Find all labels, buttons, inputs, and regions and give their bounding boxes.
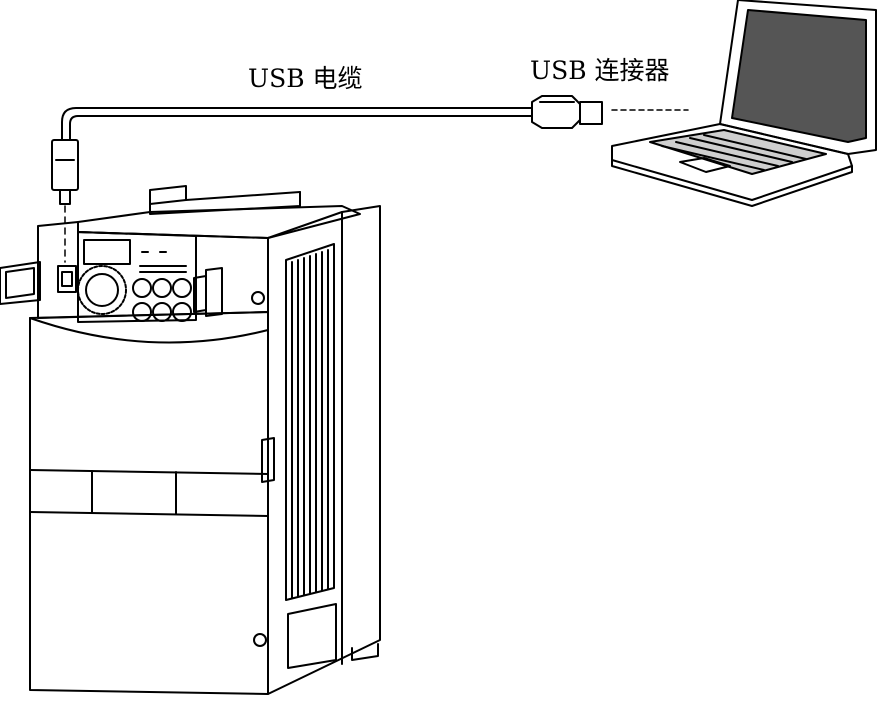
usb-a-connector [532, 96, 602, 128]
usb-cable-label: USB 电缆 [248, 66, 363, 91]
usb-connector-label: USB 连接器 [530, 58, 670, 83]
mini-usb-plug [52, 140, 78, 204]
inverter [0, 186, 380, 694]
laptop [612, 0, 876, 206]
usb-cable [62, 108, 532, 140]
